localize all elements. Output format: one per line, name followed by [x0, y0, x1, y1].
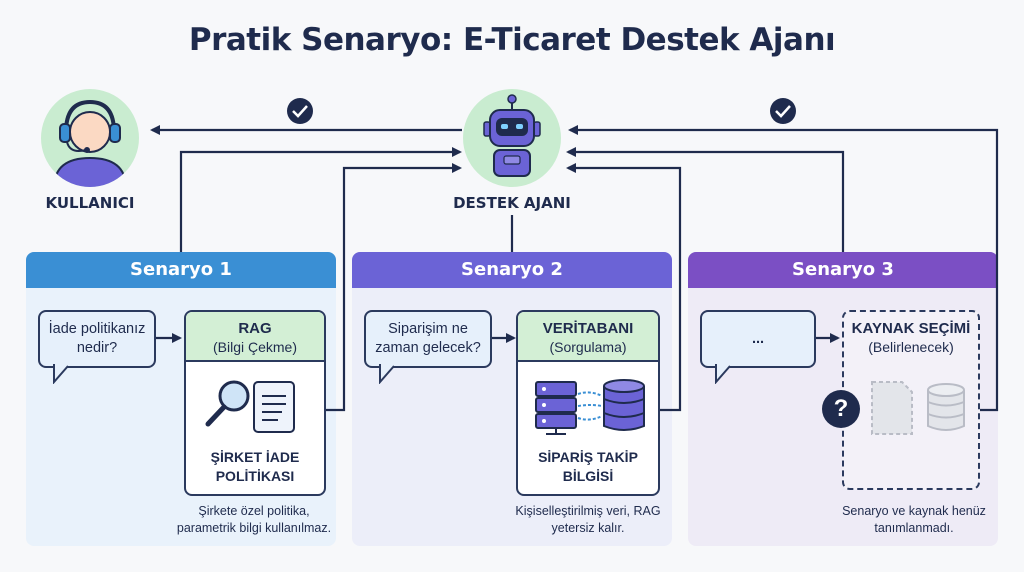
scenario-3-header: Senaryo 3	[688, 252, 998, 288]
question-mark-badge: ?	[822, 390, 860, 428]
scenario-2-header: Senaryo 2	[352, 252, 672, 288]
question-text-1: İade politikanız nedir?	[38, 310, 156, 368]
placeholder-sources-icon	[871, 381, 965, 435]
scenario-1-header: Senaryo 1	[26, 252, 336, 288]
user-label: KULLANICI	[45, 194, 135, 212]
source-title-rag: RAG	[238, 320, 272, 337]
note-3: Senaryo ve kaynak henüz tanımlanmadı.	[842, 504, 986, 535]
question-bubble-2: Siparişim ne zaman gelecek?	[364, 310, 492, 384]
user-avatar	[40, 88, 140, 188]
document-search-icon	[205, 380, 295, 433]
source-label-rag: ŞİRKET İADE POLİTİKASI	[210, 449, 300, 484]
check-icon-right	[770, 98, 796, 124]
source-box-selection: KAYNAK SEÇİMİ (Belirlenecek)	[842, 310, 980, 490]
rag-to-agent-line	[326, 163, 462, 412]
source-label-database: SİPARİŞ TAKİP BİLGİSİ	[538, 449, 638, 484]
diagram-title: Pratik Senaryo: E-Ticaret Destek Ajanı	[188, 22, 836, 58]
question-mark-icon: ?	[833, 395, 849, 422]
scenario-3-panel: Senaryo 3	[688, 252, 998, 546]
bubble-tail-2	[379, 364, 395, 384]
db-to-agent-line	[566, 163, 682, 412]
source-subtitle-selection: (Belirlenecek)	[868, 339, 954, 355]
source-title-database: VERİTABANI	[542, 320, 634, 337]
note-1: Şirkete özel politika, parametrik bilgi …	[176, 504, 332, 535]
check-icon-left	[287, 98, 313, 124]
source-subtitle-database: (Sorgulama)	[549, 339, 627, 355]
note-2: Kişiselleştirilmiş veri, RAG yetersiz ka…	[515, 504, 661, 535]
s3-to-agent-line	[566, 147, 845, 252]
server-database-icon	[535, 379, 645, 435]
source-head-database: VERİTABANI (Sorgulama)	[518, 312, 658, 362]
source-title-selection: KAYNAK SEÇİMİ	[851, 320, 971, 337]
bubble-tail-1	[53, 364, 69, 384]
headset-user-icon	[41, 89, 139, 187]
bubble-tail-3	[715, 364, 731, 384]
agent-label: DESTEK AJANI	[453, 194, 571, 212]
s1-to-agent-line	[179, 147, 462, 252]
source-box-rag: RAG (Bilgi Çekme) ŞİRKET İADE POLİTİKASI	[184, 310, 326, 496]
robot-icon	[463, 89, 561, 187]
source-head-rag: RAG (Bilgi Çekme)	[186, 312, 324, 362]
source-subtitle-rag: (Bilgi Çekme)	[212, 339, 297, 355]
question-bubble-3: ...	[700, 310, 816, 384]
question-text-2: Siparişim ne zaman gelecek?	[364, 310, 492, 368]
source-box-database: VERİTABANI (Sorgulama) SİPARİŞ TAKİP BİL…	[516, 310, 660, 496]
question-bubble-1: İade politikanız nedir?	[38, 310, 156, 384]
s3-source-to-agent-line	[568, 125, 999, 412]
agent-avatar	[462, 88, 562, 188]
question-text-3: ...	[700, 310, 816, 368]
